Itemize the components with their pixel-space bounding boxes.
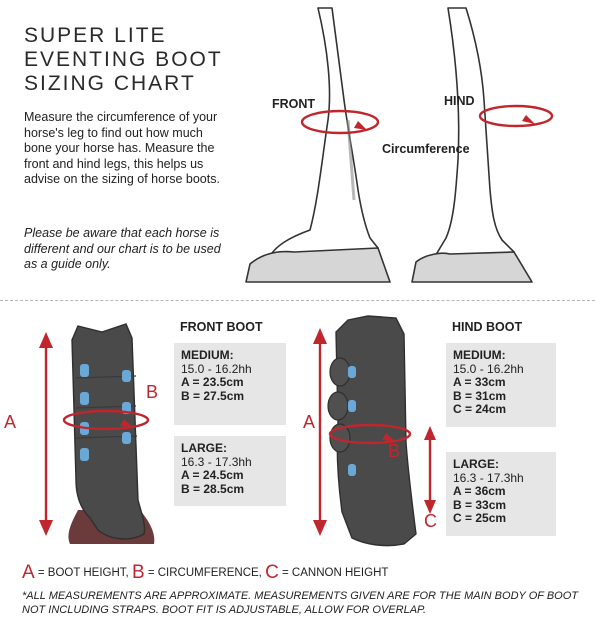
hind-medium-name: MEDIUM: xyxy=(453,348,506,362)
front-circumference-ring xyxy=(300,109,380,135)
legend-letter-a: A xyxy=(22,562,35,583)
front-letter-b: B xyxy=(146,382,159,402)
title-line-3: SIZING CHART xyxy=(24,72,196,95)
front-boot-ring xyxy=(62,409,150,431)
hind-medium-a: A = 33cm xyxy=(453,375,506,389)
title-line-2: EVENTING BOOT xyxy=(24,48,223,71)
front-ring-arrow xyxy=(354,121,367,130)
front-large-height: 16.3 - 17.3hh xyxy=(181,454,252,469)
section-divider xyxy=(0,300,595,301)
front-letter-a: A xyxy=(4,412,17,432)
front-medium-height: 15.0 - 16.2hh xyxy=(181,361,252,376)
front-label: FRONT xyxy=(272,97,316,111)
guide-note: Please be aware that each horse is diffe… xyxy=(24,226,221,271)
front-large-name: LARGE: xyxy=(181,441,227,455)
hind-letter-c: C xyxy=(424,511,437,531)
hind-medium-c: C = 24cm xyxy=(453,402,507,416)
measurement-legend: A = BOOT HEIGHT, B = CIRCUMFERENCE, C = … xyxy=(22,562,388,584)
hind-ring-arrow xyxy=(522,115,535,124)
front-medium-a: A = 23.5cm xyxy=(181,375,244,389)
front-medium-box: MEDIUM: 15.0 - 16.2hh A = 23.5cm B = 27.… xyxy=(174,343,286,425)
hind-large-c: C = 25cm xyxy=(453,511,507,525)
hind-letter-a: A xyxy=(303,412,316,432)
disclaimer-text: *ALL MEASUREMENTS ARE APPROXIMATE. MEASU… xyxy=(22,590,579,616)
legend-boot-height: = BOOT HEIGHT, xyxy=(34,567,132,579)
hind-large-a: A = 36cm xyxy=(453,484,506,498)
front-large-a: A = 24.5cm xyxy=(181,468,244,482)
hind-boot-illustration xyxy=(313,315,436,547)
legend-circumference: = CIRCUMFERENCE, xyxy=(144,567,266,579)
hind-medium-b: B = 31cm xyxy=(453,388,507,403)
legend-letter-c: C xyxy=(265,562,279,583)
intro-text: Measure the circumference of your horse'… xyxy=(24,110,220,186)
hind-circumference-ring xyxy=(478,104,554,128)
hind-large-height: 16.3 - 17.3hh xyxy=(453,470,524,485)
legend-letter-b: B xyxy=(131,562,145,583)
legend-cannon-height: = CANNON HEIGHT xyxy=(278,567,389,579)
hind-medium-height: 15.0 - 16.2hh xyxy=(453,361,524,376)
front-large-b: B = 28.5cm xyxy=(181,481,245,496)
front-large-box: LARGE: 16.3 - 17.3hh A = 24.5cm B = 28.5… xyxy=(174,436,286,506)
front-medium-b: B = 27.5cm xyxy=(181,388,245,403)
page-title: SUPER LITE EVENTING BOOT SIZING CHART xyxy=(24,24,223,96)
circumference-label: Circumference xyxy=(382,142,470,156)
horse-legs-illustration xyxy=(245,7,554,283)
hind-large-name: LARGE: xyxy=(453,457,499,471)
hind-label: HIND xyxy=(444,94,475,108)
front-medium-name: MEDIUM: xyxy=(181,348,234,362)
hind-medium-box: MEDIUM: 15.0 - 16.2hh A = 33cm B = 31cm … xyxy=(446,343,556,427)
hind-boot-blue-panels xyxy=(348,366,356,476)
front-boot-blue-panels xyxy=(80,364,131,461)
hind-large-box: LARGE: 16.3 - 17.3hh A = 36cm B = 33cm C… xyxy=(446,452,556,536)
hind-large-b: B = 33cm xyxy=(453,497,507,512)
front-boot-title: FRONT BOOT xyxy=(180,320,263,334)
hind-leg-drawing xyxy=(411,7,533,283)
hind-boot-title: HIND BOOT xyxy=(452,320,523,334)
front-boot-illustration xyxy=(39,323,155,544)
hind-boot-ring xyxy=(328,423,412,445)
front-leg-drawing xyxy=(245,7,391,283)
title-line-1: SUPER LITE xyxy=(24,24,167,47)
hind-letter-b: B xyxy=(388,441,401,461)
